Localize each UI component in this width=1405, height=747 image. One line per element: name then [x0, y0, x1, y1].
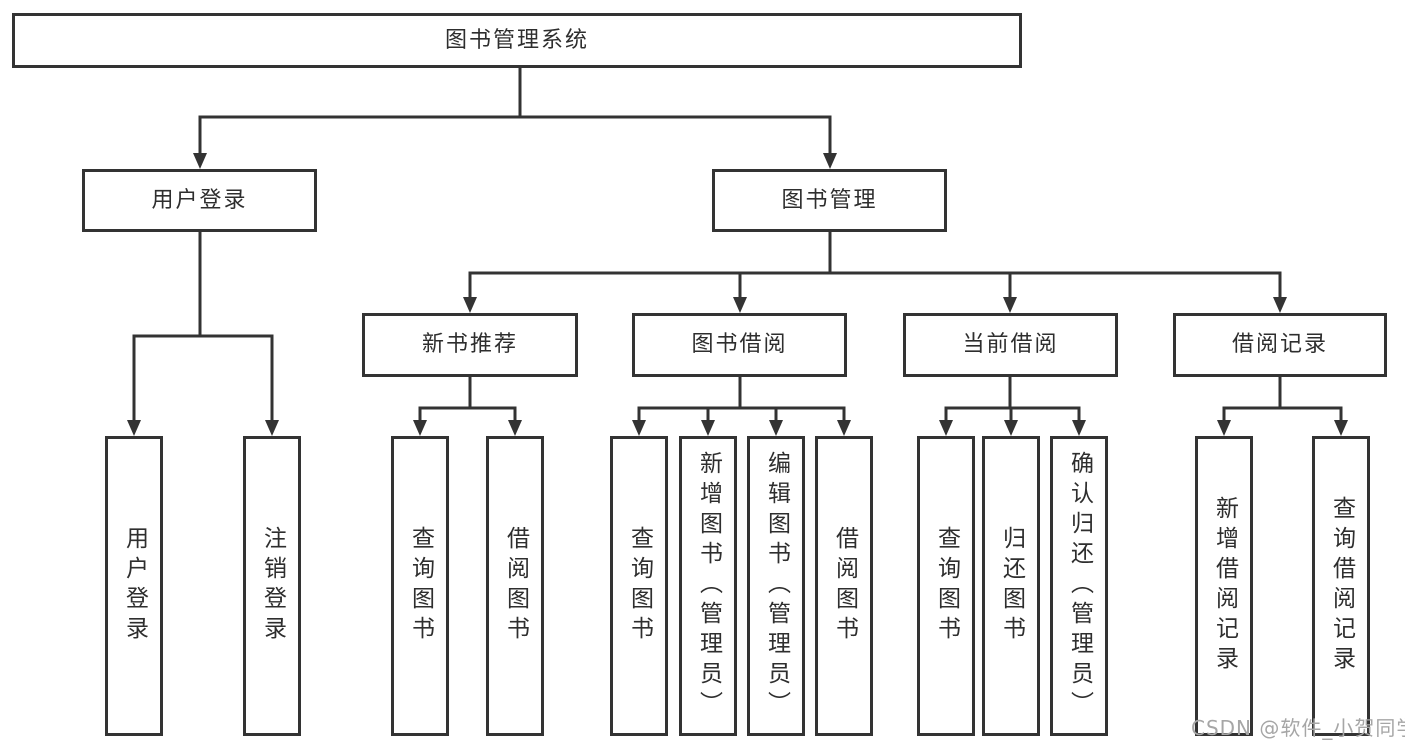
connector-currentborrow-to-leaves: [939, 377, 1086, 436]
leaf-current-return-books: 归还图书: [982, 436, 1040, 736]
connector-borrowrecords-to-leaves: [1217, 377, 1348, 436]
leaf-logout: 注销登录: [243, 436, 301, 736]
node-book-borrow: 图书借阅: [632, 313, 847, 377]
node-borrow-records: 借阅记录: [1173, 313, 1387, 377]
leaf-current-confirm-return-admin: 确认归还（管理员）: [1050, 436, 1108, 736]
node-root-library-system: 图书管理系统: [12, 13, 1022, 68]
connector-root-to-level2: [193, 68, 837, 169]
leaf-borrow-query-books: 查询图书: [610, 436, 668, 736]
leaf-borrow-add-books-admin: 新增图书（管理员）: [679, 436, 737, 736]
node-current-borrow: 当前借阅: [903, 313, 1118, 377]
leaf-borrow-edit-books-admin: 编辑图书（管理员）: [747, 436, 805, 736]
node-new-book-recommend: 新书推荐: [362, 313, 578, 377]
leaf-user-login: 用户登录: [105, 436, 163, 736]
leaf-records-query-record: 查询借阅记录: [1312, 436, 1370, 736]
connector-userlogin-to-leaves: [127, 232, 279, 436]
leaf-newbooks-borrow-books: 借阅图书: [486, 436, 544, 736]
leaf-current-query-books: 查询图书: [917, 436, 975, 736]
node-book-management: 图书管理: [712, 169, 947, 232]
leaf-borrow-borrow-books: 借阅图书: [815, 436, 873, 736]
connector-newbooks-to-leaves: [413, 377, 522, 436]
node-user-login: 用户登录: [82, 169, 317, 232]
leaf-records-add-record: 新增借阅记录: [1195, 436, 1253, 736]
csdn-watermark: CSDN @软件_小贺同学: [1191, 716, 1405, 740]
connector-bookborrow-to-leaves: [632, 377, 851, 436]
leaf-newbooks-query-books: 查询图书: [391, 436, 449, 736]
connector-bookmgmt-to-level3: [463, 232, 1287, 313]
